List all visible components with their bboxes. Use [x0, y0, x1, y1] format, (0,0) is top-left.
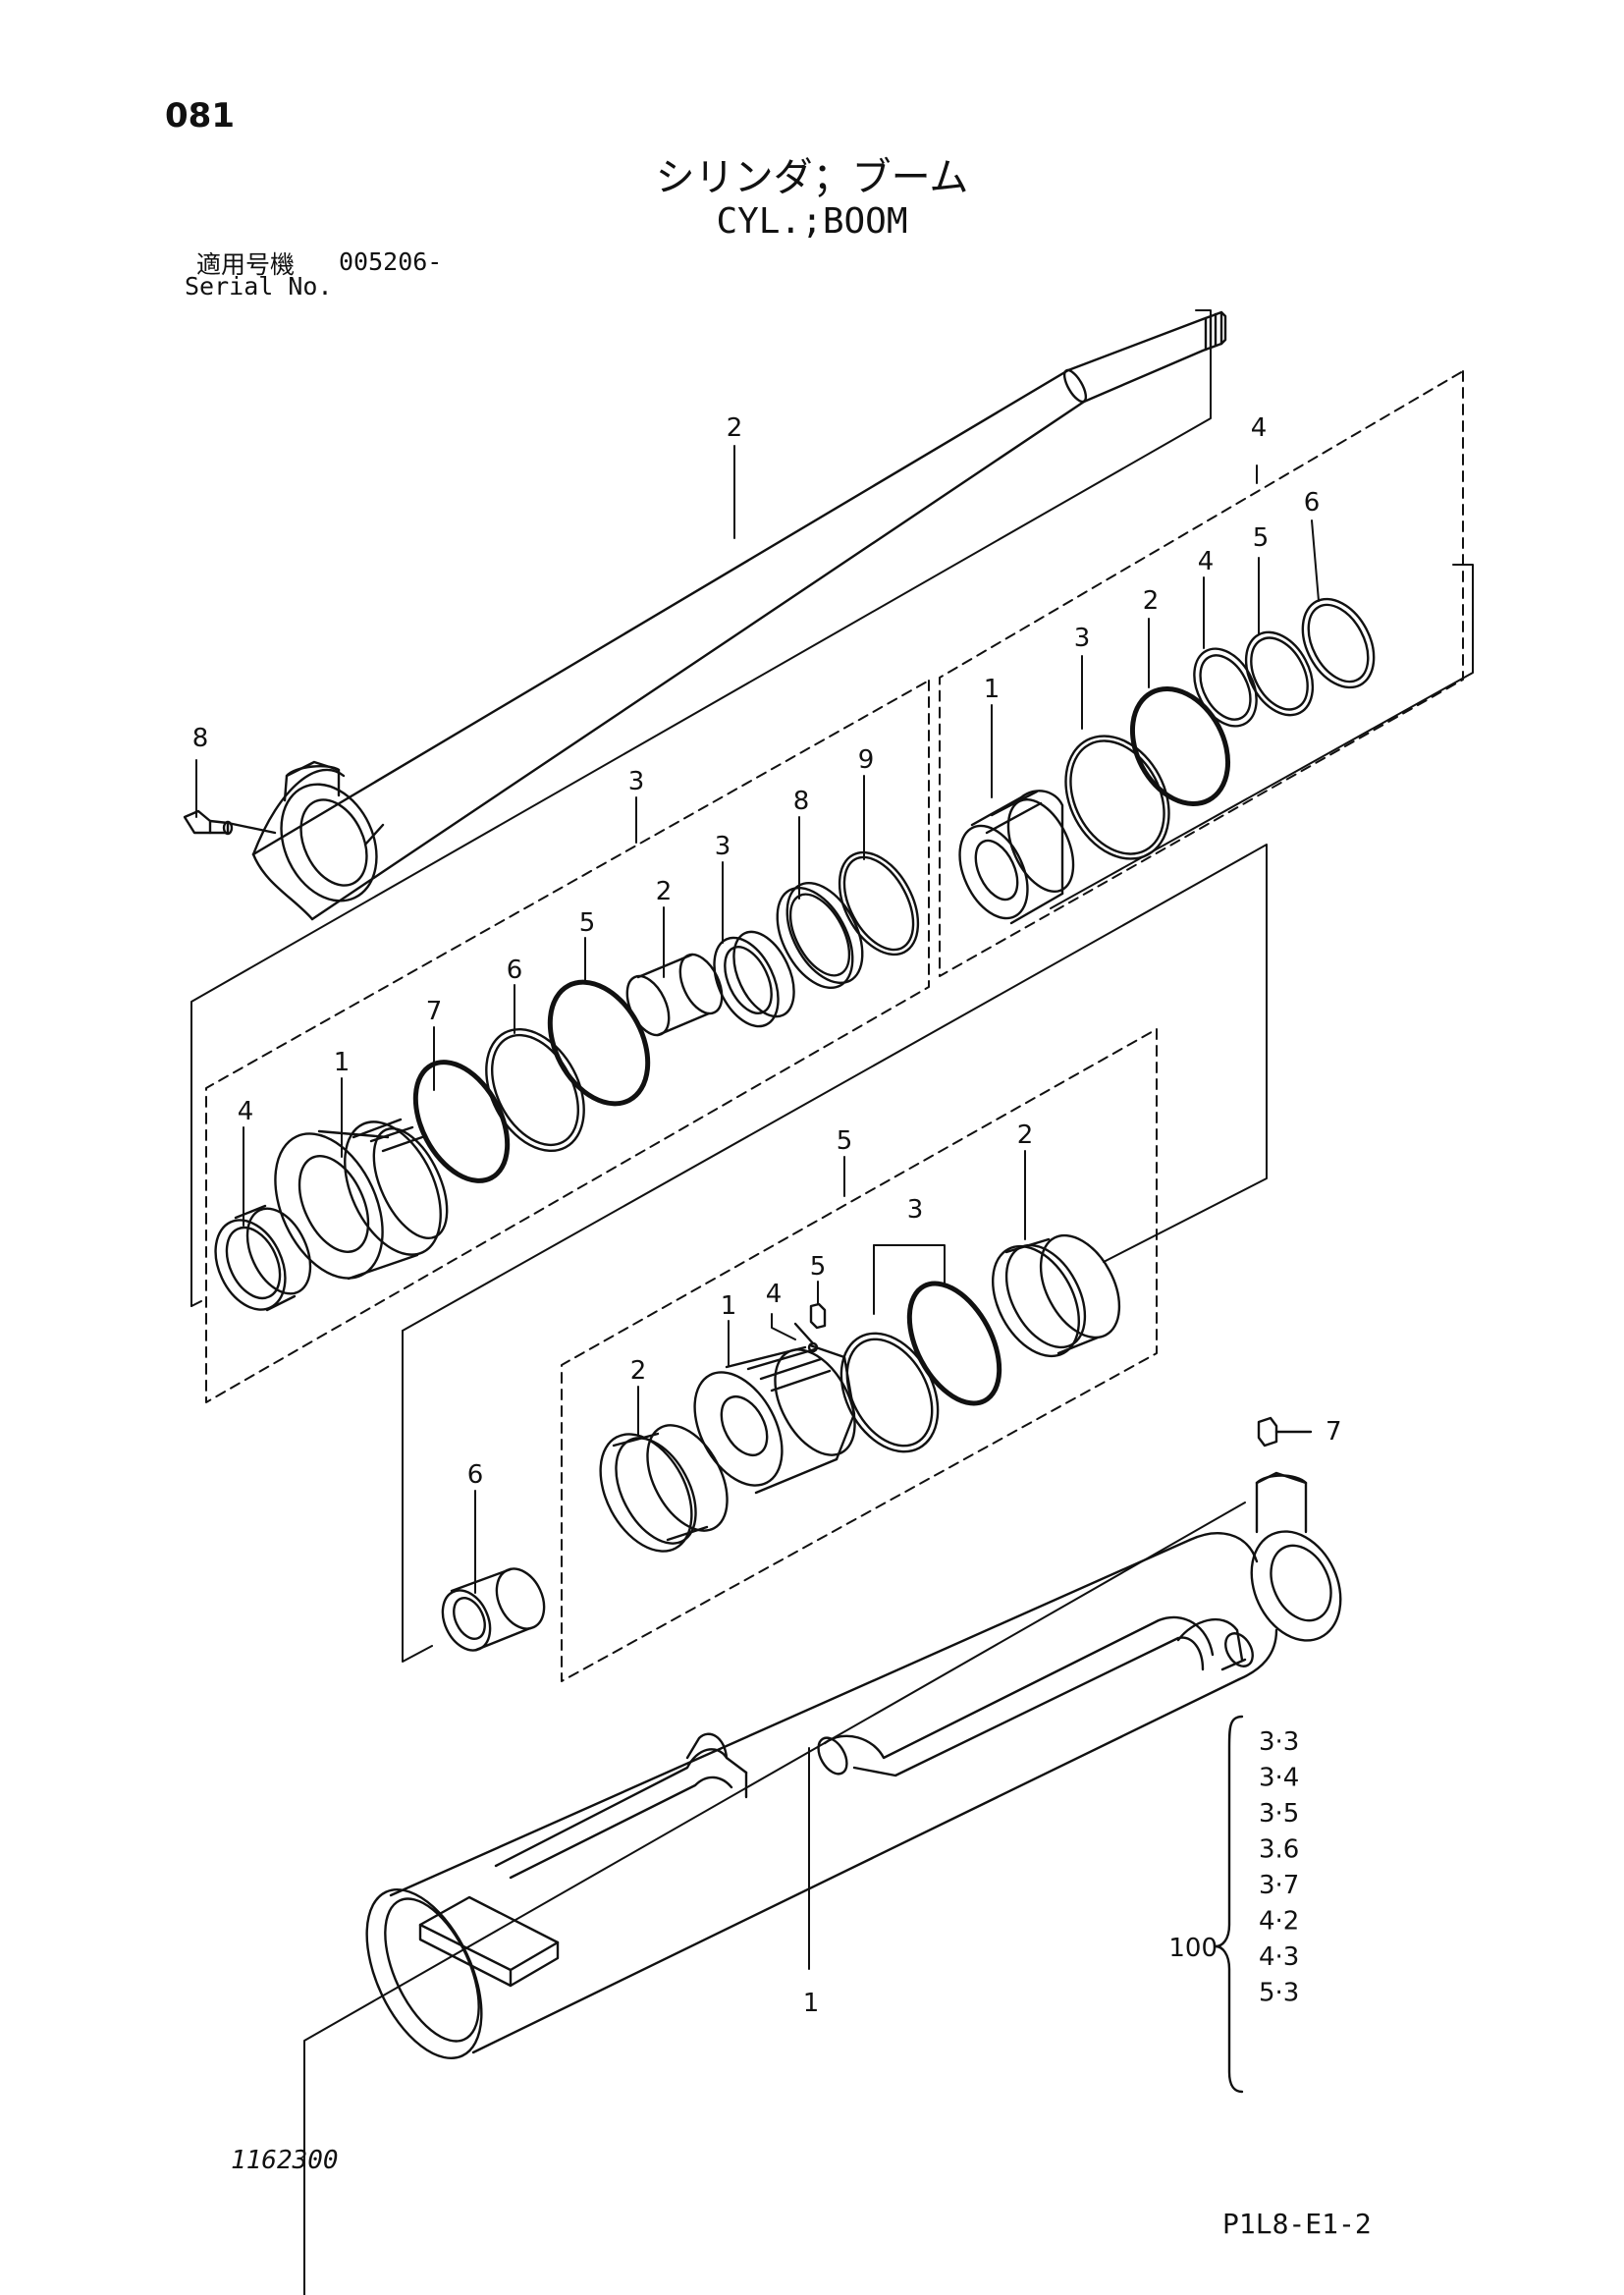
seal-kit-item: 3.6 — [1259, 1835, 1299, 1865]
seal-kit-brace — [1214, 1715, 1244, 2094]
seal-kit-item: 4·3 — [1259, 1942, 1299, 1972]
callout-rod-group: 4 — [1251, 413, 1268, 443]
callout-p-2b: 2 — [1017, 1120, 1034, 1150]
seal-kit-item: 3·7 — [1259, 1871, 1299, 1900]
callout-bushing: 6 — [467, 1460, 484, 1490]
callout-head-3: 3 — [715, 832, 731, 861]
callout-rg-1: 1 — [984, 675, 1001, 704]
serial-label-japanese: 適用号機 — [196, 250, 296, 279]
callout-head-group: 3 — [628, 767, 645, 796]
page-number: 081 — [165, 96, 235, 136]
callout-head-4: 4 — [238, 1097, 254, 1126]
group-brackets — [190, 309, 1474, 2295]
rod-group-parts — [958, 597, 1376, 925]
serial-value: 005206- — [339, 247, 443, 276]
seal-kit-item: 3·3 — [1259, 1727, 1299, 1757]
callout-head-2: 2 — [656, 877, 673, 906]
seal-kit-item: 4·2 — [1259, 1907, 1299, 1937]
callout-rg-4: 4 — [1198, 547, 1215, 576]
callout-rg-3: 3 — [1074, 624, 1091, 653]
seal-kit-list: 3·3 3·4 3·5 3.6 3·7 4·2 4·3 5·3 — [1259, 1727, 1299, 2008]
leader-lines — [195, 445, 1320, 1970]
figure-number: 1162300 — [231, 2146, 339, 2175]
callout-p-1: 1 — [721, 1291, 737, 1321]
callout-tube: 1 — [803, 1989, 820, 2018]
seal-kit-item: 5·3 — [1259, 1979, 1299, 2008]
callout-grease-fitting-tube: 7 — [1326, 1417, 1342, 1447]
rod-component-box — [939, 370, 1464, 977]
callout-p-2a: 2 — [630, 1356, 647, 1386]
title-english: CYL.;BOOM — [716, 201, 908, 242]
callout-p-5: 5 — [810, 1252, 827, 1282]
seal-kit-item: 3·4 — [1259, 1764, 1299, 1793]
callout-rod: 2 — [727, 413, 743, 443]
head-group-parts — [214, 850, 920, 1312]
document-code: P1L8-E1-2 — [1222, 2208, 1372, 2240]
title-japanese: シリンダ；ブーム — [655, 155, 969, 200]
callout-head-6: 6 — [507, 956, 523, 985]
callout-head-9: 9 — [858, 745, 875, 775]
callout-rg-5: 5 — [1253, 523, 1270, 553]
callout-head-5: 5 — [579, 908, 596, 938]
bushing-part — [441, 1567, 546, 1652]
seal-kit-item: 3·5 — [1259, 1799, 1299, 1829]
callout-p-3: 3 — [907, 1195, 924, 1225]
callout-labels: 2 4 8 3 1 3 2 4 5 6 4 1 7 6 5 2 3 8 9 5 … — [192, 413, 1342, 2018]
callout-rg-6: 6 — [1304, 488, 1321, 518]
callout-rg-2: 2 — [1143, 586, 1160, 616]
callout-p-4: 4 — [766, 1280, 783, 1309]
callout-head-1: 1 — [334, 1048, 351, 1077]
callout-head-8: 8 — [793, 787, 810, 816]
callout-grease-fitting-rod: 8 — [192, 724, 209, 753]
callout-kit-number: 100 — [1168, 1934, 1218, 1963]
head-component-box — [205, 680, 930, 1403]
piston-group-parts — [599, 1233, 1121, 1553]
callout-piston-group: 5 — [837, 1126, 853, 1156]
callout-head-7: 7 — [426, 997, 443, 1026]
cylinder-tube — [365, 1416, 1342, 2060]
piston-rod — [183, 310, 1227, 921]
piston-component-box — [561, 1028, 1158, 1682]
serial-label-english: Serial No. — [185, 272, 333, 301]
